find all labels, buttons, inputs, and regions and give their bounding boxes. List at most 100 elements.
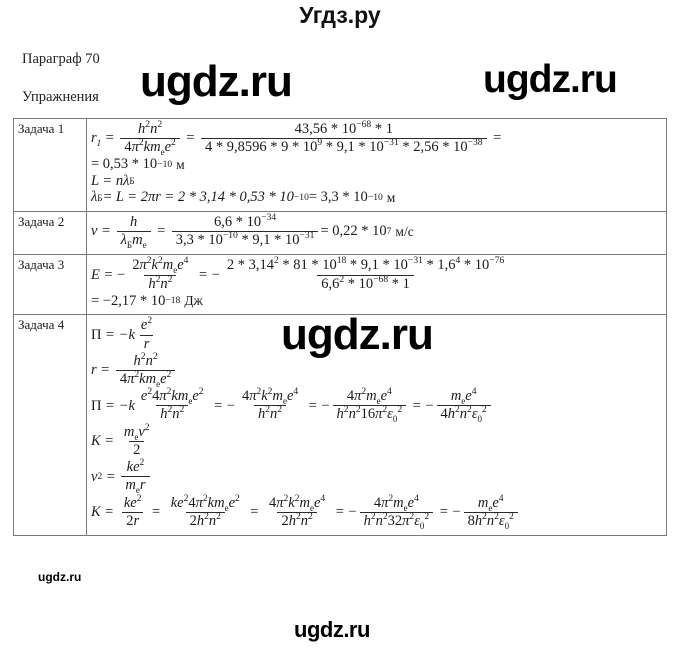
sym-r-sub: 1: [96, 138, 102, 149]
den-r: r: [133, 512, 140, 529]
fraction: 6,6 * 10−34 3,3 * 10−10 * 9,1 * 10−31: [171, 213, 319, 248]
den-4: 4: [119, 370, 128, 387]
table-row: Задача 3 E =− 2π2k2mee4 h2n2 =− 2 * 3,14…: [13, 254, 667, 316]
solutions-table: Задача 1 r1 = h2n2 4π2kmee2 = 43,56 * 10…: [13, 118, 667, 536]
sup: 2: [424, 510, 430, 522]
sub: 0: [392, 414, 398, 425]
num-m: m: [299, 494, 310, 511]
sup: −38: [467, 137, 483, 149]
sym-K: K: [91, 433, 101, 450]
sub: e: [376, 396, 381, 407]
sub: e: [160, 147, 165, 158]
sup: 2: [139, 457, 145, 469]
formula-line: r1 = h2n2 4π2kmee2 = 43,56 * 10−68 * 1 4…: [91, 119, 502, 158]
den-h: h: [336, 406, 344, 423]
num-4: 4: [241, 388, 250, 405]
num-pi: π: [159, 388, 167, 405]
num-e: e: [133, 459, 140, 476]
den-h: h: [447, 406, 456, 423]
minus-k: −k: [118, 326, 135, 343]
num-e: e: [140, 388, 148, 405]
sup: 2: [277, 404, 283, 416]
num-e: e: [177, 257, 184, 274]
num-e: e: [177, 494, 184, 511]
num-e: e: [465, 388, 472, 405]
sub: e: [142, 240, 147, 251]
sup: 4: [471, 386, 477, 398]
task-body: r1 = h2n2 4π2kmee2 = 43,56 * 10−68 * 1 4…: [86, 118, 667, 212]
den-n: n: [375, 512, 383, 529]
fraction: 2π2k2mee4 h2n2: [128, 256, 192, 292]
task-body: v = h λБme = 6,6 * 10−34 3,3 * 10−10 * 9…: [86, 210, 667, 256]
sup: 2: [509, 510, 514, 522]
task-body: E =− 2π2k2mee4 h2n2 =− 2 * 3,142 * 81 * …: [86, 254, 667, 316]
sup: 2: [157, 119, 163, 131]
num-n: n: [150, 121, 158, 137]
sup: 2: [136, 492, 142, 504]
num-pi: π: [276, 494, 284, 511]
sup: 2: [295, 510, 301, 522]
formula-line: K = ke2 2r = ke24π2kmee2 2h2n2 = 4π2k2me…: [91, 492, 662, 530]
den-eps: ε: [414, 512, 420, 529]
num-m: m: [177, 388, 189, 405]
bigden-b: * 9,1 * 10: [322, 139, 384, 156]
sup: −10: [222, 230, 238, 242]
formula-line: E =− 2π2k2mee4 h2n2 =− 2 * 3,142 * 81 * …: [91, 255, 662, 292]
den-k: k: [143, 139, 151, 156]
num-k: k: [288, 494, 295, 511]
sub: e: [309, 502, 314, 513]
den-4: 4: [124, 139, 132, 156]
fraction: e24π2kmee2 h2n2: [137, 387, 208, 422]
den-eps: ε: [498, 512, 505, 529]
unit: м: [386, 189, 396, 205]
sup: 2: [140, 350, 146, 362]
sup: 2: [183, 492, 189, 504]
sup: 2: [167, 273, 173, 285]
table-row: Задача 1 r1 = h2n2 4π2kmee2 = 43,56 * 10…: [13, 118, 667, 212]
unit: м/с: [395, 223, 414, 239]
den-h: h: [148, 275, 156, 292]
sup: 2: [145, 119, 151, 131]
den-h: h: [363, 512, 371, 529]
sup: 2: [355, 404, 361, 416]
sub: Б: [126, 240, 133, 251]
num-m: m: [366, 388, 377, 405]
formula-line: П = −k e24π2kmee2 h2n2 =− 4π2k2mee4 h2n2…: [91, 386, 662, 425]
num-pi: π: [354, 388, 362, 405]
sub: e: [403, 502, 408, 513]
sup: 2: [409, 510, 415, 522]
den-16: 16: [360, 406, 376, 423]
sup: 4: [455, 255, 461, 267]
num-4: 4: [268, 494, 277, 511]
unit: м: [176, 156, 185, 172]
fraction: ke2 2r: [120, 492, 146, 529]
num-k: k: [170, 494, 178, 511]
sup: 2: [467, 404, 472, 416]
den-32: 32: [387, 512, 403, 529]
sup: 2: [482, 510, 487, 522]
result-value: = 0,53 * 10: [91, 156, 158, 173]
num-h: h: [129, 213, 138, 230]
den-e: e: [160, 370, 167, 387]
sup: 2: [455, 404, 460, 416]
bignum-d: * 1,6: [422, 257, 456, 274]
sup: −31: [383, 137, 399, 149]
sym-P: П: [91, 326, 102, 343]
bignum-a: 2 * 3,14: [226, 257, 274, 274]
num-4: 4: [152, 388, 160, 405]
bigden-c: * 1: [388, 275, 410, 292]
sup: 2: [339, 273, 345, 285]
sup: 2: [134, 369, 140, 381]
den-m: m: [145, 370, 157, 387]
den-n: n: [459, 406, 468, 423]
watermark-ugdz-bottom-left: ugdz.ru: [38, 570, 82, 584]
num-4: 4: [373, 494, 382, 511]
sup: 2: [294, 492, 300, 504]
sub: e: [188, 396, 193, 407]
num-e: e: [492, 494, 499, 511]
sup: 18: [336, 255, 347, 267]
sup: 2: [382, 404, 388, 416]
den-pi: π: [375, 406, 383, 423]
sup: 4: [320, 492, 326, 504]
